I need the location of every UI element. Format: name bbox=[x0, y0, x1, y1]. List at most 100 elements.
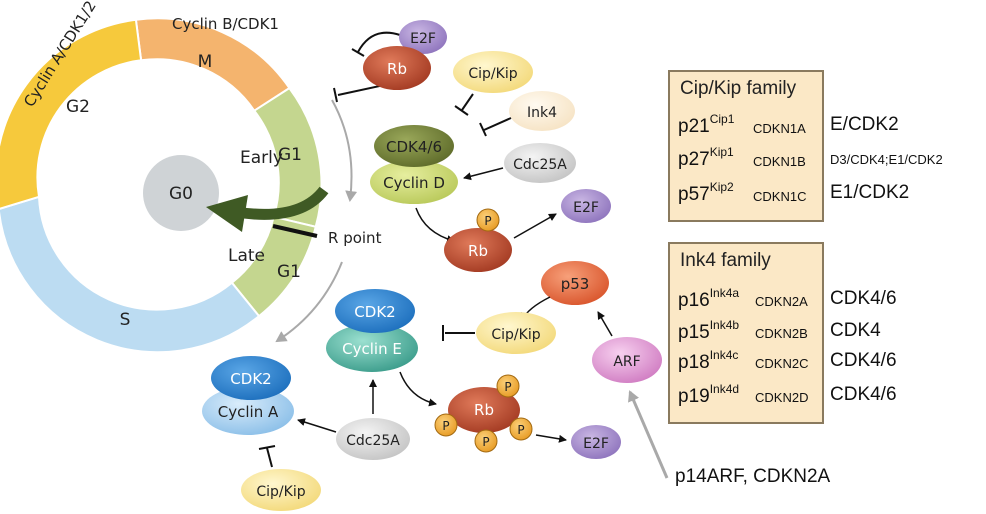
p14arf-pointer-arrow bbox=[628, 390, 669, 479]
cyclin-a-label: Cyclin A bbox=[218, 403, 279, 421]
cdc25a-top-node bbox=[504, 143, 576, 183]
ink4-cdk46-inhibition-bar bbox=[479, 122, 487, 137]
e2f-top-label: E2F bbox=[410, 31, 436, 47]
cyclin-d-node bbox=[370, 160, 458, 204]
cipkip-row-target: D3/CDK4;E1/CDK2 bbox=[830, 152, 943, 167]
cell-cycle-ring bbox=[0, 17, 323, 354]
ink4-cdk46-inhibition bbox=[483, 117, 512, 131]
r-point-marker bbox=[272, 224, 318, 238]
rb-bottom-phosphate bbox=[496, 374, 520, 398]
rb-cycle-inhibition-bar bbox=[333, 87, 338, 103]
cipkip-row-gene: CDKN1B bbox=[753, 154, 806, 169]
cipkip-bottom-node bbox=[241, 469, 321, 511]
ink4-row-gene: CDKN2D bbox=[755, 390, 809, 405]
cdc25a-cyclind-arrow bbox=[463, 167, 504, 181]
progression-arrow-late bbox=[275, 261, 343, 343]
g0-exit-arrow bbox=[235, 186, 329, 220]
e2f-top-node bbox=[399, 20, 447, 54]
rb-bottom-phosphate-label: P bbox=[442, 419, 449, 433]
late-label: Late bbox=[228, 246, 265, 266]
cipkip-top-node bbox=[453, 51, 533, 93]
cipkip-mid-label: Cip/Kip bbox=[491, 327, 540, 343]
rb-e2f-mid-arrow bbox=[513, 213, 557, 239]
ink4-row: p16Ink4a CDKN2A CDK4/6 bbox=[678, 286, 897, 312]
ink4-row-sup: Ink4b bbox=[709, 318, 740, 332]
ink4-row-target: CDK4 bbox=[830, 320, 881, 341]
cipkip-mid-node bbox=[476, 312, 556, 354]
rb-bottom-phosphate-label: P bbox=[482, 435, 489, 449]
ink4-row-protein: p18 bbox=[678, 352, 710, 374]
cyclin-a-node bbox=[202, 387, 294, 435]
phase-g1-late-label: G1 bbox=[277, 262, 301, 282]
ink4-row-protein: p16 bbox=[678, 290, 710, 312]
phase-g1-early-label: G1 bbox=[278, 145, 302, 165]
phase-m-label: M bbox=[198, 52, 213, 72]
p53-node bbox=[541, 261, 609, 305]
cdc25a-cyclina-arrow bbox=[297, 418, 337, 433]
ink4-row: p19Ink4d CDKN2D CDK4/6 bbox=[678, 382, 897, 408]
rb-e2f-bottom-arrow bbox=[535, 434, 567, 443]
ink4-family-box: Ink4 family bbox=[668, 242, 824, 424]
cdk46-node bbox=[374, 125, 454, 167]
ink4-row-sup: Ink4c bbox=[709, 348, 739, 362]
g0-exit-arrowhead bbox=[206, 195, 248, 232]
cipkip-cyclina-inhibition bbox=[266, 447, 273, 468]
rb-mid-node bbox=[444, 228, 512, 272]
cipkip-row-protein: p21 bbox=[678, 116, 710, 138]
ink4-row: p18Ink4c CDKN2C CDK4/6 bbox=[678, 348, 897, 374]
rb-top-label: Rb bbox=[387, 60, 407, 78]
cipkip-row-protein: p57 bbox=[678, 184, 710, 206]
phase-s-label: S bbox=[120, 310, 131, 330]
ink4-row-protein: p15 bbox=[678, 322, 710, 344]
cdk46-label: CDK4/6 bbox=[386, 138, 442, 156]
cdk2-a-node bbox=[211, 356, 291, 400]
r-point-label: R point bbox=[328, 229, 382, 247]
rb-bottom-phosphates: P P P P bbox=[434, 374, 533, 453]
cipkip-row-sup: Cip1 bbox=[709, 112, 735, 126]
cipkip-row-gene: CDKN1C bbox=[753, 189, 807, 204]
cipkip-cyclina-inhibition-bar bbox=[258, 445, 276, 450]
cdc25a-top-label: Cdc25A bbox=[513, 157, 567, 173]
cipkip-family-box: Cip/Kip family bbox=[668, 70, 824, 222]
cdk2-a-label: CDK2 bbox=[230, 370, 271, 388]
cipkip-row-gene: CDKN1A bbox=[753, 121, 806, 136]
cipkip-cdk46-inhibition bbox=[461, 93, 474, 111]
rb-bottom-phosphate-label: P bbox=[504, 380, 511, 394]
cipkip-bottom-label: Cip/Kip bbox=[256, 484, 305, 500]
rb-mid-phosphate bbox=[476, 208, 500, 232]
phase-g2-label: G2 bbox=[66, 97, 90, 117]
rb-bottom-phosphate bbox=[474, 429, 498, 453]
ink4-row-gene: CDKN2C bbox=[755, 356, 809, 371]
rb-top-node bbox=[363, 46, 431, 90]
e2f-rb-inhibition-bar bbox=[351, 48, 365, 57]
cyclin-d-label: Cyclin D bbox=[383, 174, 445, 192]
g0-label: G0 bbox=[169, 184, 193, 204]
cipkip-row-protein: p27 bbox=[678, 149, 710, 171]
cipkip-row-target: E1/CDK2 bbox=[830, 182, 910, 203]
phase-s-segment bbox=[0, 195, 261, 354]
ink4-node bbox=[509, 91, 575, 131]
arf-node bbox=[592, 337, 662, 383]
cdk2-e-label: CDK2 bbox=[354, 303, 395, 321]
e2f-bottom-node bbox=[571, 425, 621, 459]
cycline-rb-arrow bbox=[399, 371, 437, 407]
rb-mid-phosphate-label: P bbox=[484, 214, 491, 228]
cipkip-cdk46-inhibition-bar bbox=[454, 105, 469, 116]
arf-p53-arrow bbox=[597, 311, 613, 337]
rb-bottom-label: Rb bbox=[474, 401, 494, 419]
cipkip-row: p27Kip1 CDKN1B D3/CDK4;E1/CDK2 bbox=[678, 145, 943, 171]
cdc25a-bottom-label: Cdc25A bbox=[346, 433, 400, 449]
cipkip-row: p21Cip1 CDKN1A E/CDK2 bbox=[678, 112, 899, 138]
ink4-row-sup: Ink4a bbox=[709, 286, 740, 300]
g0-circle bbox=[143, 155, 219, 231]
e2f-bottom-label: E2F bbox=[583, 436, 609, 452]
cipkip-row: p57Kip2 CDKN1C E1/CDK2 bbox=[678, 180, 909, 206]
cyclin-b-cdk1-label: Cyclin B/CDK1 bbox=[172, 15, 279, 33]
ink4-family-title: Ink4 family bbox=[680, 250, 771, 271]
cdc25a-bottom-node bbox=[336, 418, 410, 460]
cipkip-top-label: Cip/Kip bbox=[468, 66, 517, 82]
ink4-row: p15Ink4b CDKN2B CDK4 bbox=[678, 318, 881, 344]
rb-mid-label: Rb bbox=[468, 242, 488, 260]
p53-label: p53 bbox=[561, 275, 590, 293]
e2f-rb-inhibition bbox=[357, 31, 401, 53]
